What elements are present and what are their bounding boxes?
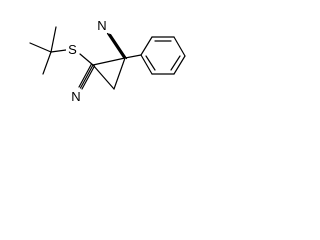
phenyl-bond-3 xyxy=(173,36,186,57)
phenyl-bond-6 xyxy=(140,54,153,75)
sulfur-label: S xyxy=(68,42,77,57)
phenyl-double-3 xyxy=(145,55,156,71)
nitrile-bond-bottom-2 xyxy=(79,64,94,89)
nitrile-bond-top-1 xyxy=(106,32,125,59)
molecule-structure: S N N xyxy=(29,18,186,104)
bond-tbu-methyl-left xyxy=(29,42,52,53)
tert-butyl-group xyxy=(29,26,67,75)
bond-ring-to-phenyl xyxy=(124,54,142,59)
bond-tbu-methyl-top xyxy=(50,26,57,53)
nitrile-bond-top-2 xyxy=(108,33,126,59)
nitrogen-label-bottom: N xyxy=(71,89,80,104)
ring-bond-left-right xyxy=(92,57,126,66)
ring-bond-left-bottom xyxy=(92,64,115,90)
bond-sulfur-to-ring xyxy=(79,53,94,66)
nitrogen-label-top: N xyxy=(97,18,106,33)
ring-bond-right-bottom xyxy=(113,57,126,90)
nitrile-bond-top-3 xyxy=(109,33,128,60)
phenyl-double-2 xyxy=(170,55,181,71)
phenyl-ring xyxy=(124,36,186,75)
bond-tbu-methyl-down xyxy=(42,51,52,75)
nitrile-bond-bottom-3 xyxy=(81,65,96,90)
nitrile-group-bottom xyxy=(78,63,96,90)
phenyl-bond-1 xyxy=(140,36,153,56)
phenyl-bond-4 xyxy=(173,55,186,75)
nitrile-bond-bottom-1 xyxy=(78,63,93,88)
cyclopropane-ring xyxy=(92,57,126,90)
nitrile-group-top xyxy=(106,32,128,60)
bond-tbu-to-sulfur xyxy=(50,49,67,53)
sulfur-label-bg xyxy=(66,42,79,56)
